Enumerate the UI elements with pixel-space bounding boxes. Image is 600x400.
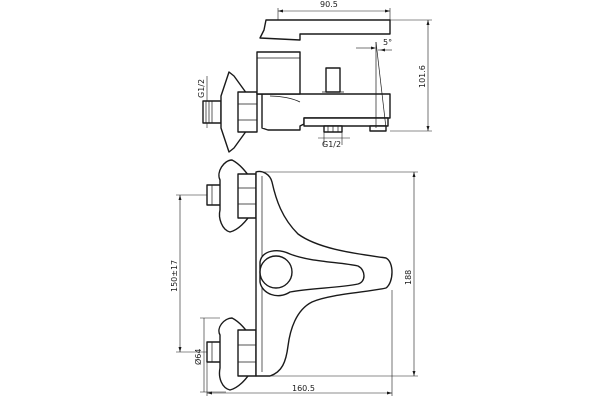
dim-thread-bottom: G1/2 xyxy=(322,140,341,149)
side-view xyxy=(202,19,391,153)
dim-thread-left: G1/2 xyxy=(197,79,206,98)
side-cartridge-housing xyxy=(256,51,301,95)
dim-center-distance: 150±17 xyxy=(170,260,179,292)
front-view xyxy=(206,159,393,391)
dim-total-width: 160.5 xyxy=(292,384,315,393)
side-dimensions: 90.5 101.6 5° G1/2 G1/2 xyxy=(197,0,432,149)
side-nut xyxy=(237,91,258,133)
dim-total-height: 188 xyxy=(404,270,413,285)
side-body xyxy=(256,93,391,131)
dim-top-width: 90.5 xyxy=(320,0,338,9)
side-aerator xyxy=(369,125,387,132)
front-lever-hub xyxy=(259,255,293,289)
side-spout xyxy=(303,117,389,127)
dim-diameter: Ø64 xyxy=(193,349,203,365)
side-diverter-knob xyxy=(325,67,341,93)
dim-angle: 5° xyxy=(383,38,392,47)
dim-right-height: 101.6 xyxy=(418,65,427,88)
front-dimensions: 150±17 188 Ø64 160.5 xyxy=(170,171,418,396)
front-lower-nut xyxy=(237,329,257,377)
front-upper-nut xyxy=(237,173,257,219)
side-handle xyxy=(259,19,391,41)
